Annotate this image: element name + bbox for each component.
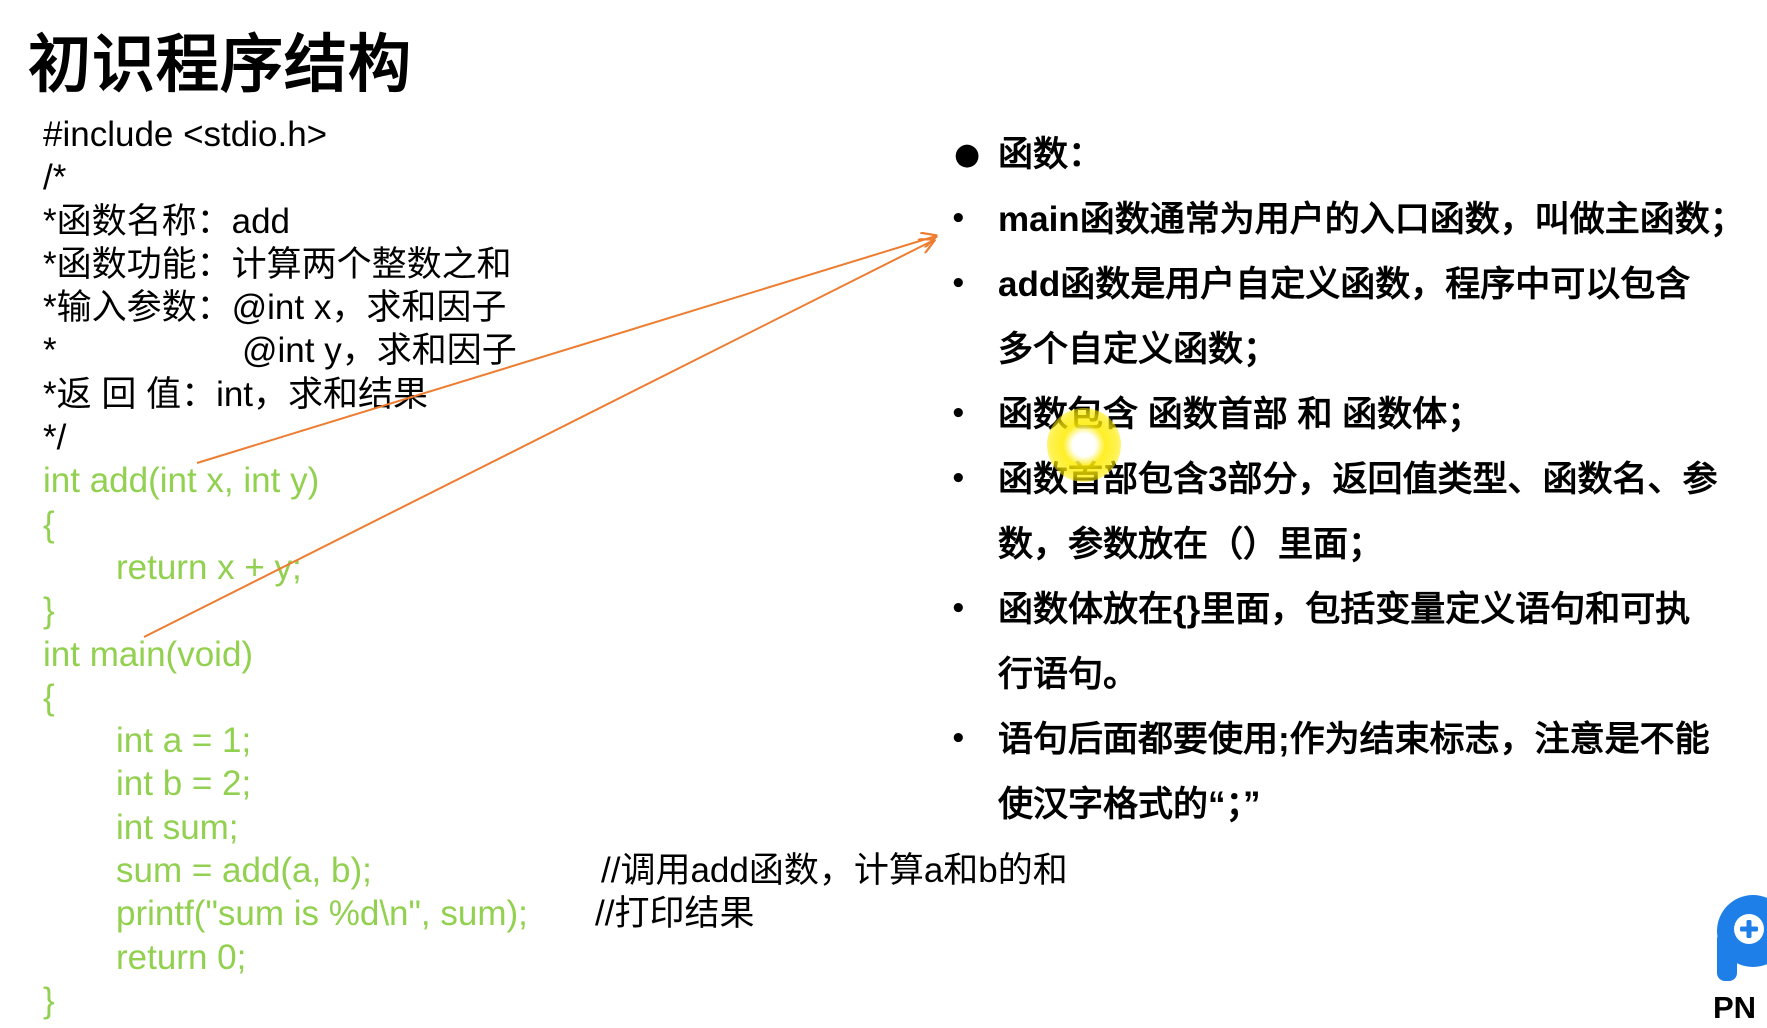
code-line-add-open-brace: { — [43, 504, 55, 544]
code-line-comment-open: /* — [43, 158, 67, 198]
notes-heading: ● 函数： — [950, 122, 1750, 187]
code-line-input-param-y: * @int y，求和因子 — [43, 329, 1043, 372]
code-line-decl-a: int a = 1; — [116, 721, 252, 761]
list-item-text: main函数通常为用户的入口函数，叫做主函数； — [998, 200, 1745, 239]
code-line-add-return: return x + y; — [116, 547, 302, 587]
code-line-return-value: *返 回 值：int，求和结果 — [43, 374, 429, 414]
list-item-continuation: 数，参数放在（）里面； — [998, 525, 1384, 564]
code-line-main-return: return 0; — [116, 937, 247, 977]
code-block: #include <stdio.h> /* *函数名称：add *函数功能：计算… — [43, 113, 1068, 1022]
code-line-call-add: sum = add(a, b); //调用add函数，计算a和b的和 — [43, 849, 1068, 892]
code-line-main-signature: int main(void) — [43, 634, 254, 674]
list-item: • 函数体放在{}里面，包括变量定义语句和可执 — [950, 577, 1750, 642]
code-line-decl-b: int b = 2; — [116, 764, 252, 804]
list-item-continuation: 多个自定义函数； — [998, 330, 1279, 369]
logo-mark-svg — [1717, 895, 1767, 981]
list-item-text: 函数首部包含3部分，返回值类型、函数名、参 — [998, 460, 1718, 499]
code-param-y-text: @int y，求和因子 — [242, 331, 517, 371]
list-item: • 语句后面都要使用;作为结束标志，注意是不能 — [950, 707, 1750, 772]
code-line-printf: printf("sum is %d\n", sum); //打印结果 — [43, 892, 1043, 935]
bullet-icon: • — [950, 399, 967, 429]
notes-heading-text: 函数： — [998, 135, 1104, 174]
code-line-decl-sum: int sum; — [116, 807, 239, 847]
code-line-function-purpose: *函数功能：计算两个整数之和 — [43, 244, 512, 284]
list-item-text: add函数是用户自定义函数，程序中可以包含 — [998, 265, 1691, 304]
code-comment-call-add: //调用add函数，计算a和b的和 — [601, 851, 1068, 891]
code-call-add-text: sum = add(a, b); — [116, 851, 372, 891]
code-line-main-open-brace: { — [43, 677, 55, 717]
code-line-comment-close: */ — [43, 418, 67, 458]
cursor-highlight-icon — [1047, 408, 1121, 482]
code-printf-text: printf("sum is %d\n", sum); — [116, 894, 528, 934]
list-item-continuation: 使汉字格式的“；” — [998, 785, 1261, 824]
list-item-continuation: 行语句。 — [998, 655, 1139, 694]
bullet-icon: • — [950, 464, 967, 494]
code-line-main-close-brace: } — [43, 980, 55, 1020]
plus-pin-icon — [1713, 893, 1767, 985]
list-item: • main函数通常为用户的入口函数，叫做主函数； — [950, 187, 1750, 252]
slide-title: 初识程序结构 — [28, 28, 412, 101]
code-comment-print-result: //打印结果 — [595, 894, 755, 934]
bullet-icon: • — [950, 204, 967, 234]
code-comment-star: * — [43, 331, 57, 371]
bullet-icon: • — [950, 594, 967, 624]
code-line-input-param-x: *输入参数：@int x，求和因子 — [43, 288, 507, 328]
bullet-icon: • — [950, 724, 967, 754]
list-item: • 函数首部包含3部分，返回值类型、函数名、参 — [950, 447, 1750, 512]
logo-text: PN — [1713, 990, 1757, 1025]
bullet-large-icon: ● — [954, 137, 981, 172]
code-line-add-close-brace: } — [43, 591, 55, 631]
bullet-icon: • — [950, 269, 967, 299]
code-line-include: #include <stdio.h> — [43, 115, 328, 154]
notes-list: ● 函数： • main函数通常为用户的入口函数，叫做主函数； • add函数是… — [950, 122, 1750, 837]
code-line-add-signature: int add(int x, int y) — [43, 461, 320, 501]
code-line-function-name: *函数名称：add — [43, 201, 291, 241]
list-item: • add函数是用户自定义函数，程序中可以包含 — [950, 252, 1750, 317]
list-item-text: 函数体放在{}里面，包括变量定义语句和可执 — [998, 590, 1691, 629]
list-item-text: 语句后面都要使用;作为结束标志，注意是不能 — [998, 720, 1710, 759]
